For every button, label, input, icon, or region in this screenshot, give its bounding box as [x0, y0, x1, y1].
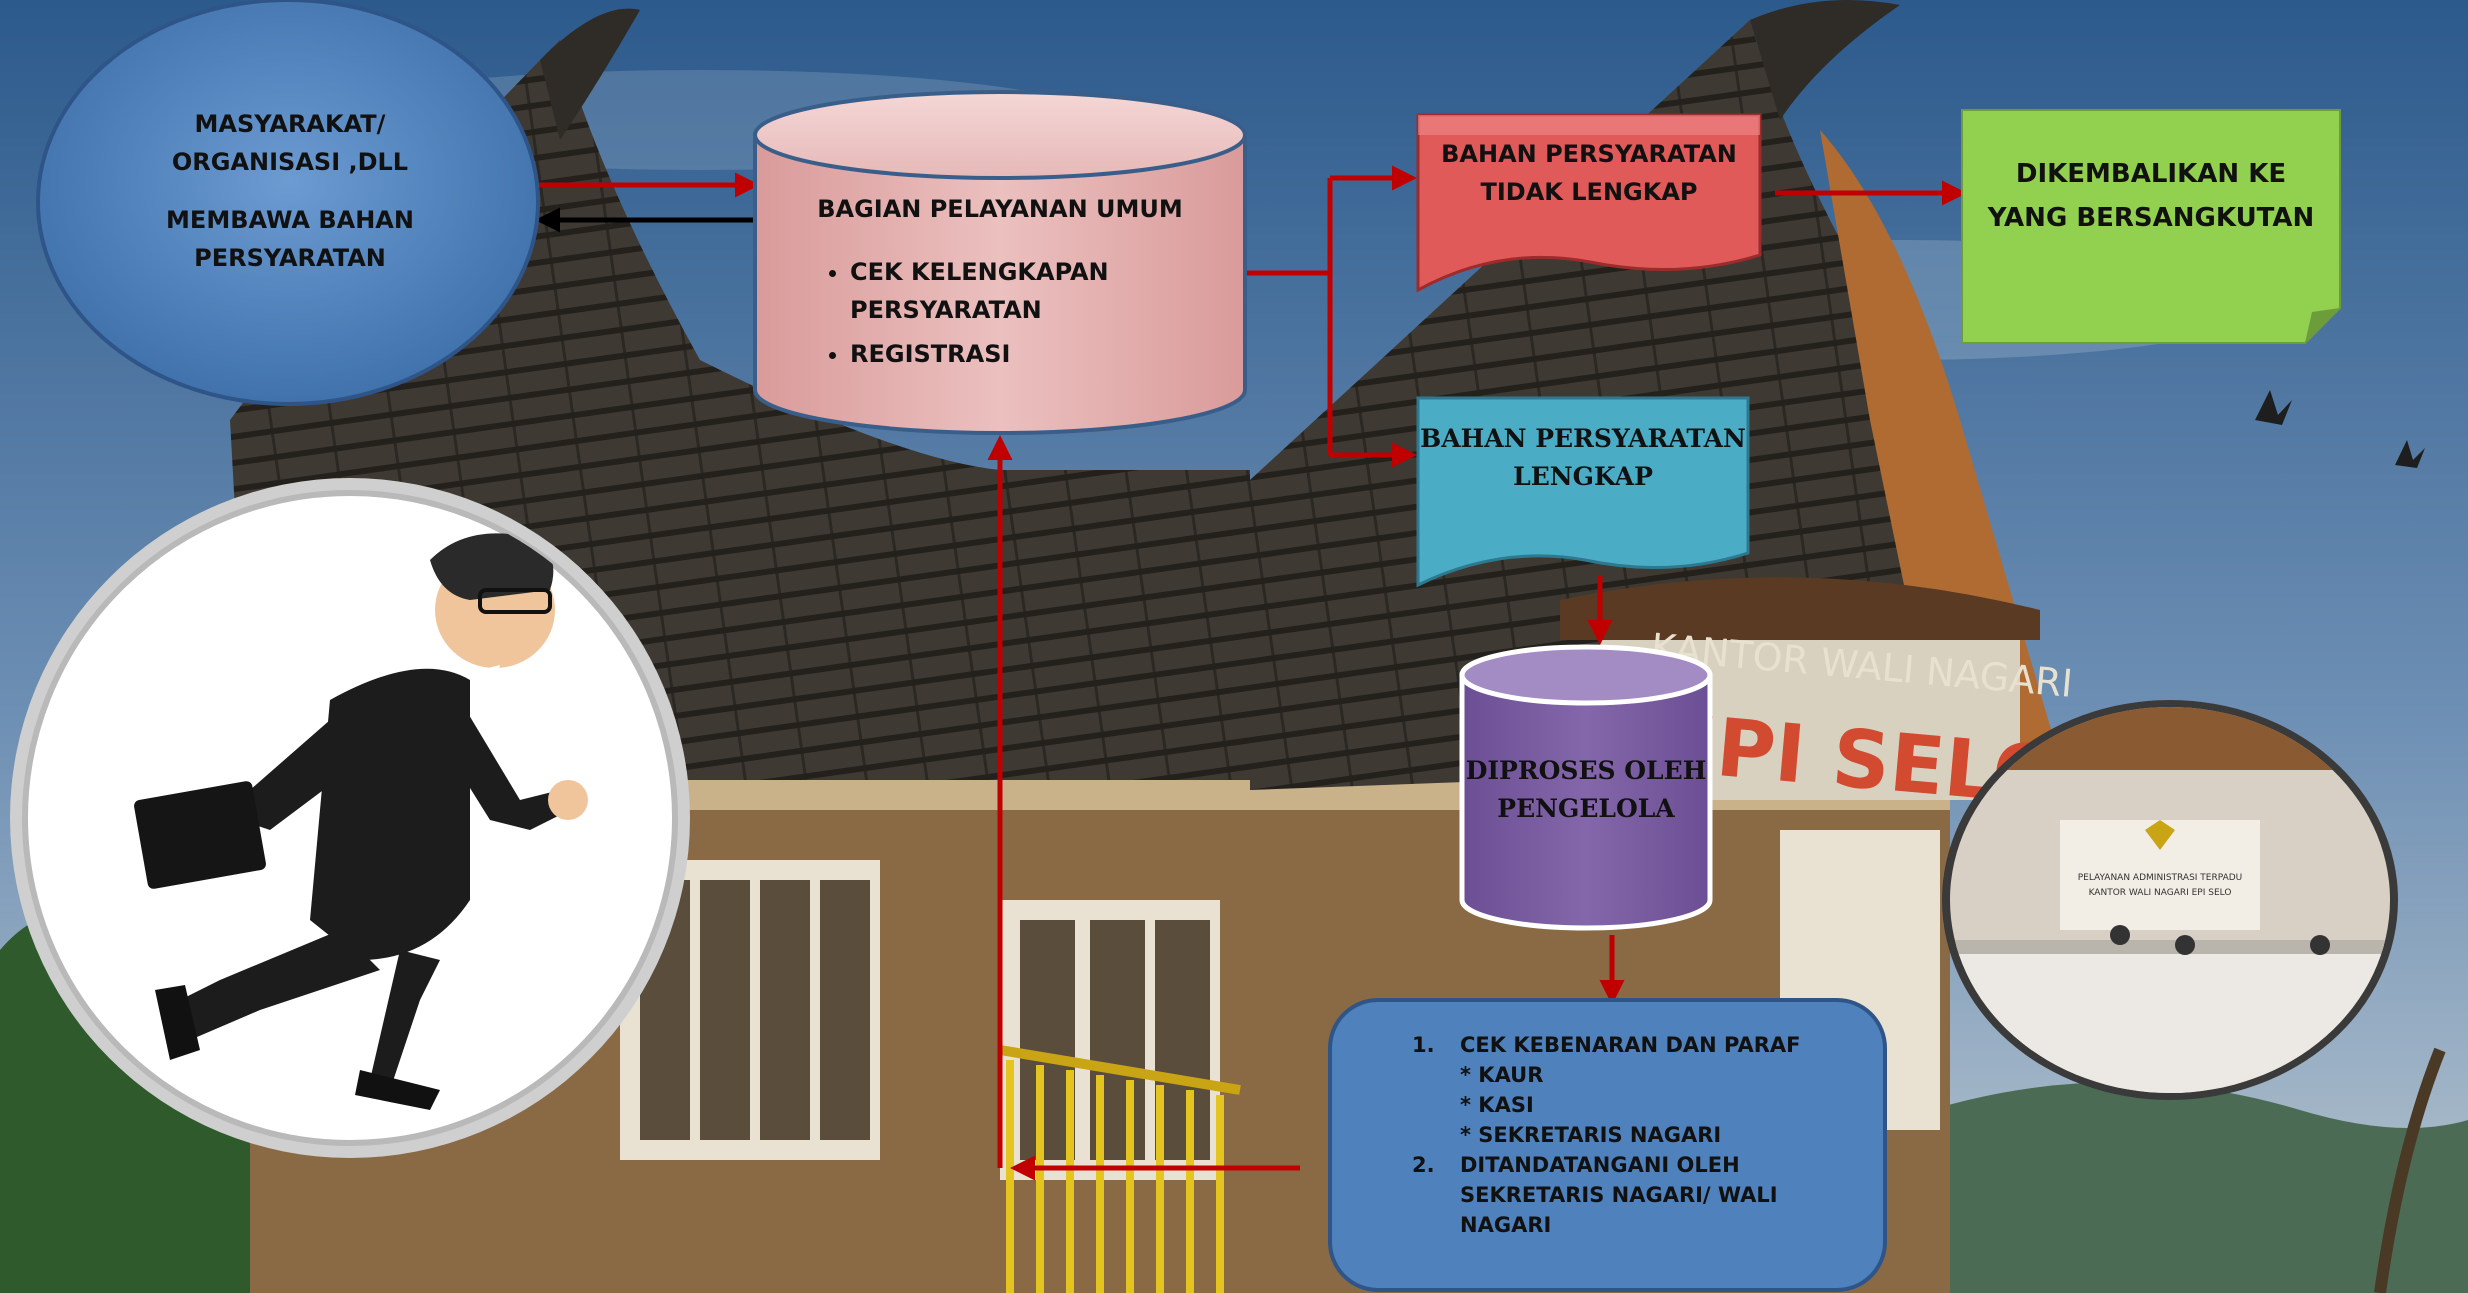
- complete-node: BAHAN PERSYARATAN LENGKAP: [1418, 420, 1748, 496]
- final-step2-line2: SEKRETARIS NAGARI/ WALI: [1460, 1183, 1778, 1207]
- flow-arrows: [535, 165, 1967, 1181]
- processed-node: DIPROSES OLEH PENGELOLA: [1462, 752, 1710, 828]
- running-businessman-illustration: [10, 478, 690, 1158]
- start-node-line4: PERSYARATAN: [194, 244, 386, 272]
- start-node-line1: MASYARAKAT/: [194, 110, 386, 138]
- final-step1-number: 1.: [1412, 1033, 1435, 1057]
- final-step1-text: CEK KEBENARAN DAN PARAF: [1460, 1033, 1801, 1057]
- start-node-shape: [36, 0, 540, 406]
- incomplete-node-shape: [1416, 113, 1762, 293]
- returned-node-line1: DIKEMBALIKAN KE: [2015, 159, 2287, 189]
- processed-node-shape: [1459, 644, 1713, 931]
- final-step2-line1: DITANDATANGANI OLEH: [1460, 1153, 1740, 1177]
- complete-node-line2: LENGKAP: [1513, 462, 1653, 491]
- returned-node-line2: YANG BERSANGKUTAN: [1987, 203, 2315, 233]
- final-step1-sub-sekretaris: * SEKRETARIS NAGARI: [1460, 1123, 1722, 1147]
- final-node: 1.CEK KEBENARAN DAN PARAF * KAUR * KASI …: [1412, 1030, 1872, 1240]
- complete-node-shape: [1416, 396, 1750, 588]
- photo-sign-line2: KANTOR WALI NAGARI EPI SELO: [2089, 888, 2232, 898]
- start-node: MASYARAKAT/ ORGANISASI ,DLL MEMBAWA BAHA…: [70, 105, 510, 277]
- start-node-line3: MEMBAWA BAHAN: [166, 206, 414, 234]
- processed-node-line1: DIPROSES OLEH: [1465, 756, 1707, 785]
- final-step2-number: 2.: [1412, 1153, 1435, 1177]
- incomplete-node: BAHAN PERSYARATAN TIDAK LENGKAP: [1418, 135, 1760, 211]
- final-step2-line3: NAGARI: [1460, 1213, 1552, 1237]
- incomplete-node-line2: TIDAK LENGKAP: [1480, 178, 1698, 206]
- service-node-title: BAGIAN PELAYANAN UMUM: [817, 195, 1183, 223]
- bird-icon: [2395, 440, 2425, 468]
- incomplete-node-line1: BAHAN PERSYARATAN: [1441, 140, 1737, 168]
- final-step1-sub-kasi: * KASI: [1460, 1093, 1534, 1117]
- bird-icon: [2255, 390, 2292, 425]
- photo-sign-line1: PELAYANAN ADMINISTRASI TERPADU: [2078, 873, 2243, 883]
- service-item-check: CEK KELENGKAPAN PERSYARATAN: [850, 253, 1250, 329]
- service-item-registration: REGISTRASI: [850, 335, 1250, 373]
- complete-node-line1: BAHAN PERSYARATAN: [1420, 424, 1746, 453]
- service-node-shape: [753, 90, 1247, 435]
- returned-node: DIKEMBALIKAN KE YANG BERSANGKUTAN: [1962, 152, 2340, 240]
- start-node-line2: ORGANISASI ,DLL: [171, 148, 409, 176]
- processed-node-line2: PENGELOLA: [1497, 794, 1675, 823]
- service-node-list: CEK KELENGKAPAN PERSYARATAN REGISTRASI: [810, 253, 1250, 379]
- final-step1-sub-kaur: * KAUR: [1460, 1063, 1544, 1087]
- final-node-shape: [1328, 998, 1887, 1292]
